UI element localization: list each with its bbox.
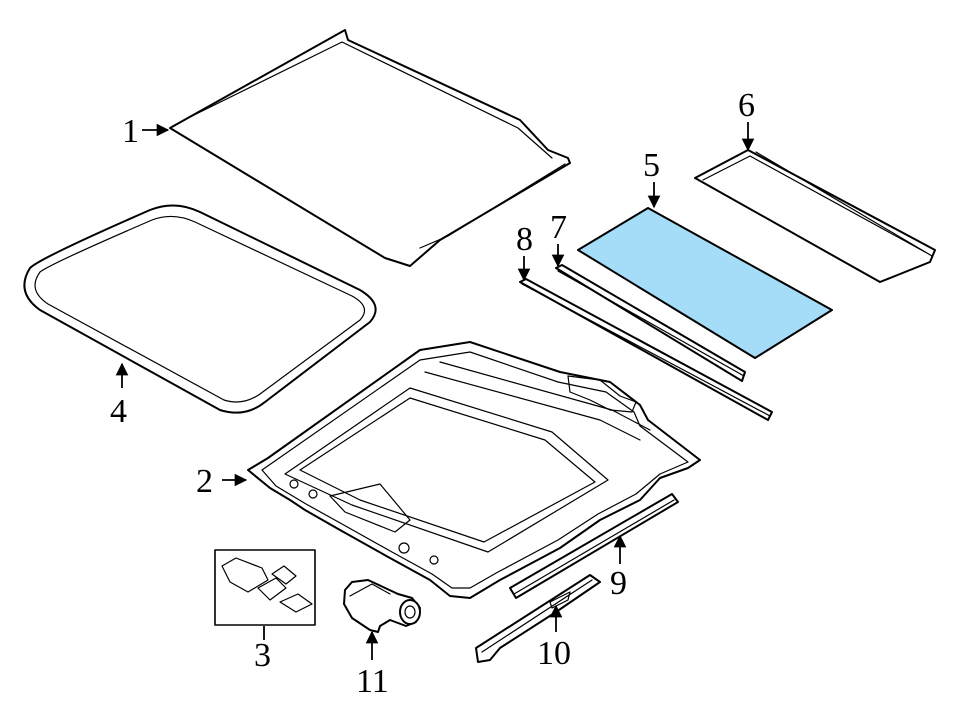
hardware-kit-part xyxy=(214,549,316,626)
bracket-rail-part xyxy=(475,574,601,663)
callout-9: 9 xyxy=(610,565,627,602)
callout-5: 5 xyxy=(643,147,660,184)
glass-panel-part xyxy=(577,207,833,359)
motor-part xyxy=(343,579,421,633)
callout-1: 1 xyxy=(122,113,139,150)
callout-2: 2 xyxy=(196,463,213,500)
leader-lines xyxy=(115,122,755,660)
callout-3: 3 xyxy=(254,637,271,674)
callout-labels: 1 2 3 4 5 6 7 8 9 10 11 xyxy=(110,87,755,700)
callout-8: 8 xyxy=(516,221,533,258)
callout-11: 11 xyxy=(356,663,389,700)
callout-4: 4 xyxy=(110,393,127,430)
roof-panel-part xyxy=(169,29,571,267)
callout-6: 6 xyxy=(738,87,755,124)
sunshade-part xyxy=(694,149,936,283)
rail-part xyxy=(509,493,679,599)
sunroof-seal-part xyxy=(23,204,377,414)
sunroof-frame-part xyxy=(247,341,701,599)
callout-10: 10 xyxy=(537,635,571,672)
callout-7: 7 xyxy=(550,209,567,246)
